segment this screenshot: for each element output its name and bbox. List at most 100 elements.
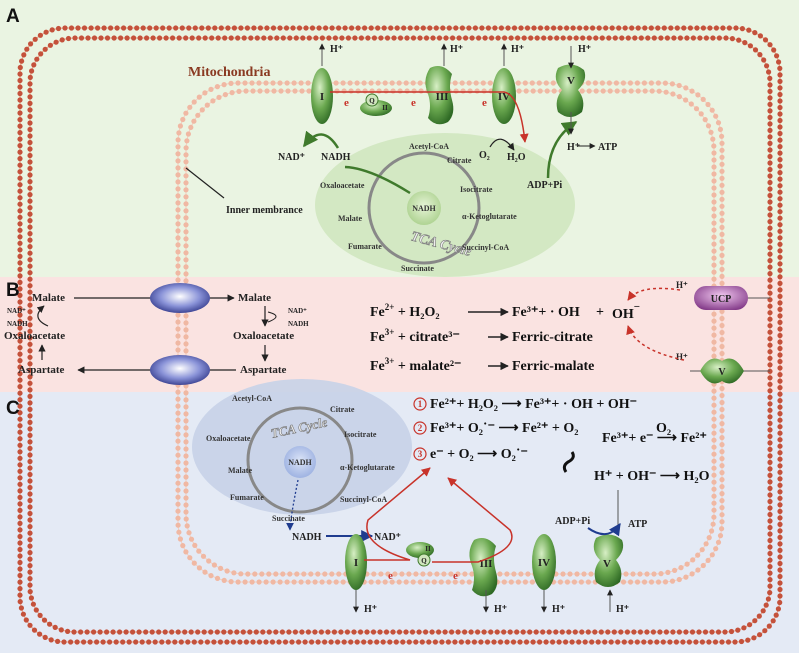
tca-metabolite: Malate	[228, 466, 252, 475]
tca-metabolite: Oxaloacetate	[320, 181, 365, 190]
svg-text:V: V	[567, 75, 575, 87]
electron-path-a	[330, 91, 529, 143]
reaction-text: Fe³⁺+ O₂˙⁻ ⟶ Fe²⁺ + O₂	[430, 421, 578, 436]
nadh-center-label-a: NADH	[412, 204, 436, 213]
h-plus-V-c: H⁺	[616, 604, 629, 615]
reaction-number: 1	[418, 399, 423, 409]
oxaloacetate-left: Oxaloacetate	[4, 330, 65, 342]
malate-shuttle: Malate Oxaloacetate Aspartate NAD⁺ NADH …	[4, 283, 309, 385]
o2-reduction-arrow-a	[489, 138, 515, 151]
nad-plus-right: NAD⁺	[288, 307, 307, 315]
nad-plus-left: NAD⁺	[7, 307, 26, 315]
nadh-center-label-c: NADH	[288, 458, 312, 467]
h-plus-III-c: H⁺	[494, 604, 507, 615]
nadh-label-c: NADH	[292, 532, 322, 543]
adp-pi-label-a: ADP+Pi	[527, 180, 562, 191]
nadh-center-c	[284, 446, 316, 478]
oxaloacetate-right: Oxaloacetate	[233, 330, 294, 342]
svg-text:II: II	[425, 545, 431, 553]
nad-plus-label-c: NAD⁺	[374, 532, 401, 543]
panel-label-a: A	[6, 6, 20, 27]
malate-right: Malate	[238, 292, 271, 304]
h-plus-IV-a: H⁺	[511, 44, 524, 55]
malate-transporter	[150, 283, 210, 313]
mitochondria-label: Mitochondria	[188, 65, 270, 80]
tca-metabolites-a: Acetyl-CoACitrateIsocitrateα-Ketoglutara…	[320, 142, 517, 273]
tca-metabolite: Acetyl-CoA	[232, 394, 272, 403]
svg-text:II: II	[382, 104, 388, 112]
e-label-1-c: e	[388, 570, 393, 582]
tca-cloud-a	[315, 133, 575, 277]
electron-leak-complexI-c	[364, 467, 431, 561]
complex-V-a: V	[555, 64, 586, 117]
adp-pi-label-c: ADP+Pi	[555, 516, 590, 527]
nadh-right: NADH	[288, 320, 309, 328]
tca-metabolite: α-Ketoglutarate	[462, 212, 517, 221]
complex-V-b	[700, 358, 744, 384]
svg-text:V: V	[603, 558, 611, 570]
atp-label-a: ATP	[598, 142, 617, 153]
h2o-label-a: H₂O	[507, 152, 526, 163]
panel-label-c: C	[6, 398, 20, 419]
svg-text:Q: Q	[369, 97, 375, 105]
panel-b-bg	[0, 277, 799, 392]
complex-II-a: Q II	[360, 93, 392, 116]
tca-metabolite: Citrate	[447, 156, 472, 165]
reaction-number: 3	[418, 449, 423, 459]
tca-cycle-ring-c	[246, 406, 354, 514]
eq1-oh-b: OH−	[612, 301, 640, 322]
superoxide-squiggle	[562, 451, 575, 473]
outer-membrane	[17, 25, 783, 645]
h-plus-III-a: H⁺	[450, 44, 463, 55]
complex-V-b-label: V	[718, 367, 726, 378]
tca-metabolite: Isocitrate	[460, 185, 493, 194]
reaction-number-circle	[413, 397, 427, 411]
complex-IV-a: IV	[492, 68, 516, 124]
malate-left: Malate	[32, 292, 65, 304]
svg-text:IV: IV	[538, 557, 550, 569]
electron-leak-complexIII-c	[432, 477, 513, 563]
fe-reduction-c: Fe³⁺+ e⁻ ⟶ Fe²⁺	[602, 431, 707, 446]
tca-metabolite: Succinyl-CoA	[340, 495, 387, 504]
complex-II-c: Q II	[406, 542, 434, 567]
e-label-2-c: e	[453, 570, 458, 582]
tca-metabolite: Fumarate	[348, 242, 382, 251]
atp-label-c: ATP	[628, 519, 647, 530]
fe-o2-c: O₂	[656, 421, 671, 436]
h-plus-I-a: H⁺	[330, 44, 343, 55]
eq3-b: Fe3+ + malate²⁻	[370, 356, 461, 374]
svg-text:I: I	[354, 557, 358, 569]
ucp-proton-leak	[627, 287, 681, 301]
eq3-rhs-b: Ferric-malate	[512, 359, 594, 374]
h-plus-IV-c: H⁺	[552, 604, 565, 615]
aspartate-transporter	[150, 355, 210, 385]
ucp-protein	[694, 286, 748, 310]
reaction-text: e⁻ + O₂ ⟶ O₂˙⁻	[430, 447, 528, 462]
tca-metabolite: Succinate	[272, 514, 305, 523]
o2-label-a: O₂	[479, 150, 490, 161]
h-plus-V-a: H⁺	[578, 44, 591, 55]
eq2-rhs-b: Ferric-citrate	[512, 330, 593, 345]
complex-V-c: V	[593, 534, 624, 587]
nadh-center-a	[407, 191, 441, 225]
tca-metabolite: α-Ketoglutarate	[340, 463, 395, 472]
fenton-equations-b: Fe2+ + H₂O₂ Fe³⁺+ · OH + OH− Fe3+ + citr…	[370, 301, 640, 374]
tca-metabolite: Malate	[338, 214, 362, 223]
reaction-number: 2	[418, 423, 423, 433]
v-proton-path-b	[626, 325, 685, 361]
svg-text:IV: IV	[498, 91, 510, 103]
tca-metabolite: Fumarate	[230, 493, 264, 502]
h-plus-I-c: H⁺	[364, 604, 377, 615]
aspartate-left: Aspartate	[18, 364, 65, 376]
nadh-from-tca-arrow-a	[344, 165, 411, 195]
h-plus-v-b: H⁺	[676, 352, 688, 362]
tca-metabolite: Citrate	[330, 405, 355, 414]
inner-membrane-pointer	[185, 167, 225, 199]
tca-metabolite: Oxaloacetate	[206, 434, 251, 443]
complex-III-c: III	[469, 538, 498, 597]
eq1-rhs-b: Fe³⁺+ · OH	[512, 305, 580, 320]
tca-metabolite: Succinyl-CoA	[462, 243, 509, 252]
